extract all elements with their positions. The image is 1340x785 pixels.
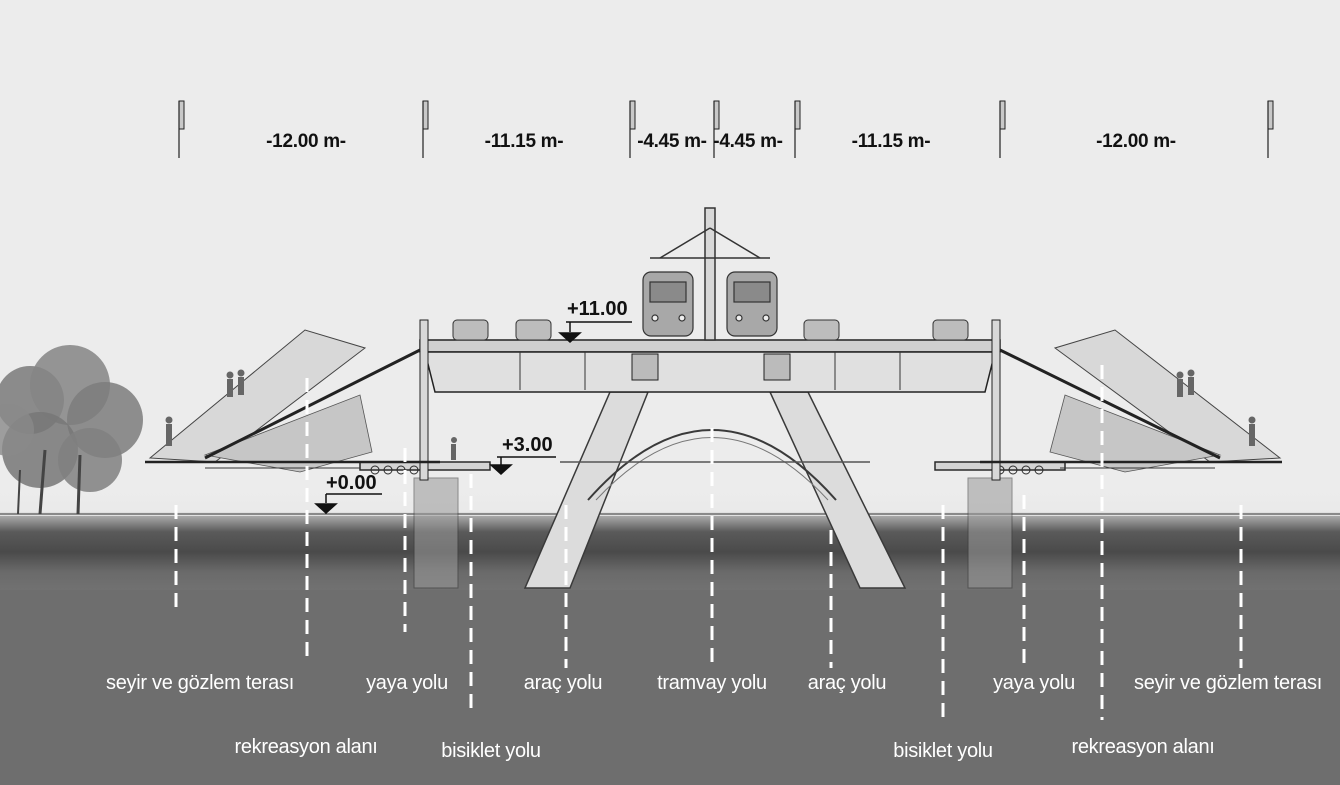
dimension-label: -11.15 m- xyxy=(851,131,931,152)
dimension-ticks xyxy=(178,100,1274,158)
dimension-tick xyxy=(794,100,801,130)
dimension-tick xyxy=(999,100,1006,130)
zone-label-observation-terrace-left: seyir ve gözlem terası xyxy=(106,672,294,694)
tram-right xyxy=(726,271,778,337)
dimension-label: -12.00 m- xyxy=(1096,131,1176,152)
level-markers xyxy=(314,321,632,515)
zone-guide-lines xyxy=(174,365,1243,720)
dimension-label: -4.45 m- xyxy=(637,131,707,152)
zone-label-bicycle-right: bisiklet yolu xyxy=(893,740,993,762)
water-body xyxy=(0,590,1340,785)
terrace-left xyxy=(145,329,440,473)
haze-band xyxy=(0,480,1340,516)
river-band xyxy=(0,512,1340,592)
dimension-tick xyxy=(713,100,720,130)
zone-label-bicycle-left: bisiklet yolu xyxy=(441,740,541,762)
catenary-mast xyxy=(650,207,770,341)
level-label-ground: +0.00 xyxy=(326,472,377,494)
zone-label-pedestrian-left: yaya yolu xyxy=(366,672,448,694)
people xyxy=(165,369,1256,460)
dimension-label: -4.45 m- xyxy=(713,131,783,152)
cars xyxy=(452,319,969,341)
zone-label-road-left: araç yolu xyxy=(523,672,603,694)
dimension-tick xyxy=(1267,100,1274,130)
tree-illustration xyxy=(0,345,143,515)
tram-left xyxy=(642,271,694,337)
zone-label-pedestrian-right: yaya yolu xyxy=(993,672,1075,694)
terrace-right xyxy=(980,329,1282,473)
level-label-mid: +3.00 xyxy=(502,434,553,456)
piers xyxy=(413,477,1013,589)
dimension-tick xyxy=(178,100,185,130)
zone-label-recreation-left: rekreasyon alanı xyxy=(234,736,378,758)
level-label-deck: +11.00 xyxy=(567,298,628,320)
dimension-label: -11.15 m- xyxy=(484,131,564,152)
zone-label-observation-terrace-right: seyir ve gözlem terası xyxy=(1134,672,1322,694)
dimension-label: -12.00 m- xyxy=(266,131,346,152)
zone-label-recreation-right: rekreasyon alanı xyxy=(1071,736,1215,758)
zone-label-tram: tramvay yolu xyxy=(657,672,767,694)
zone-label-road-right: araç yolu xyxy=(807,672,887,694)
deck-structure xyxy=(419,319,1001,481)
dimension-tick xyxy=(422,100,429,130)
dimension-tick xyxy=(629,100,636,130)
